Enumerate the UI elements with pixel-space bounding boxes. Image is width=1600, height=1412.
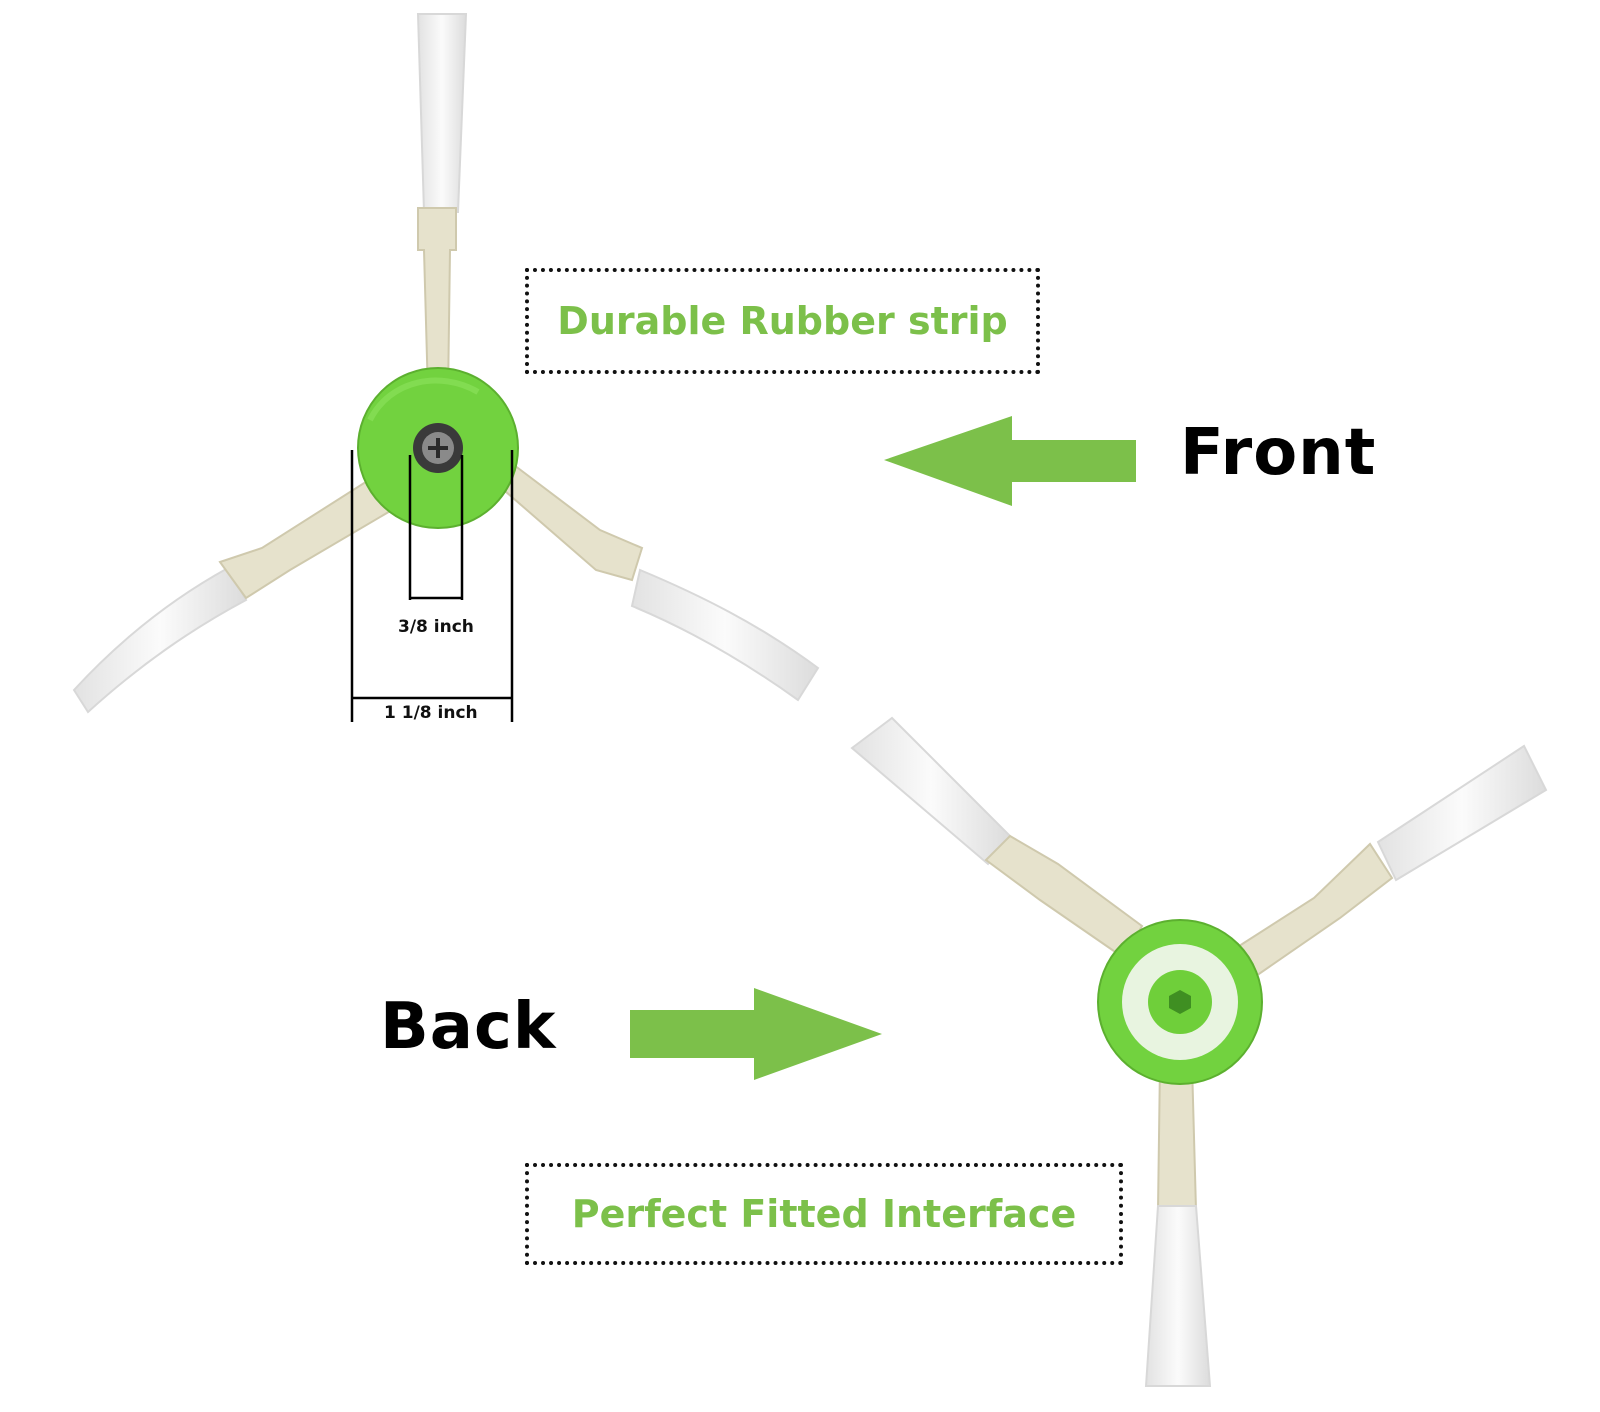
arm-left	[218, 476, 394, 600]
bristle-upper-right	[1376, 744, 1548, 882]
callout-top-text: Durable Rubber strip	[557, 299, 1008, 343]
callout-durable-rubber-strip: Durable Rubber strip	[525, 268, 1040, 374]
dimension-lines	[350, 450, 514, 722]
hub-bore-dimension: 3/8 inch	[398, 617, 474, 637]
arm-upper-right	[1234, 842, 1394, 978]
front-side-brush	[72, 13, 820, 714]
back-arrow-icon	[630, 988, 882, 1080]
arm-top	[417, 207, 457, 396]
back-side-brush	[850, 716, 1548, 1387]
callout-perfect-fitted-interface: Perfect Fitted Interface	[525, 1163, 1123, 1265]
bristle-left	[72, 566, 248, 714]
front-arrow-icon	[884, 416, 1136, 506]
callout-bottom-text: Perfect Fitted Interface	[571, 1192, 1077, 1236]
arm-upper-left	[984, 834, 1144, 960]
arm-bottom	[1156, 1063, 1198, 1211]
back-label: Back	[380, 990, 557, 1064]
bristle-top	[416, 13, 468, 213]
hex-socket-icon	[1169, 990, 1191, 1014]
front-label: Front	[1180, 416, 1377, 490]
bristle-bottom	[1144, 1205, 1212, 1387]
bristle-upper-left	[850, 716, 1012, 866]
bristle-right	[630, 568, 820, 702]
hub-width-dimension: 1 1/8 inch	[384, 703, 478, 723]
